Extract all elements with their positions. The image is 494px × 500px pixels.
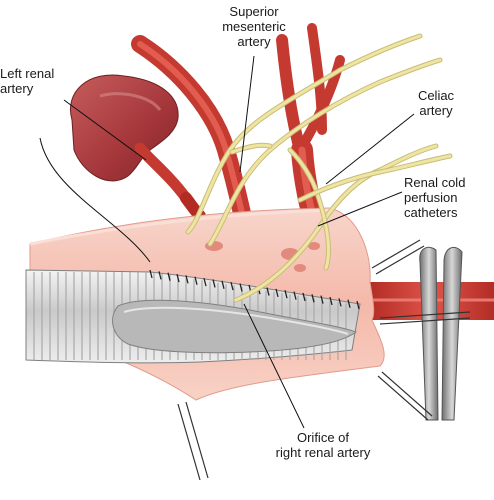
suture-stitch — [311, 294, 315, 303]
suture-stitch — [293, 291, 297, 300]
suture-stitch — [185, 275, 189, 284]
suture-stitch — [284, 290, 288, 299]
label-superior-mesenteric-artery: Superior mesenteric artery — [222, 4, 286, 49]
suture-stitch — [149, 269, 153, 279]
retractors — [177, 239, 471, 481]
suture-stitch — [221, 280, 225, 289]
label-orifice-right-renal-artery: Orifice of right renal artery — [275, 430, 371, 460]
suture-stitch — [329, 296, 333, 306]
leader-sma — [239, 55, 255, 173]
leader-catheters — [317, 191, 403, 227]
label-celiac-artery: Celiac artery — [417, 88, 455, 118]
left-kidney — [70, 74, 206, 222]
suture-stitch — [230, 281, 234, 291]
suture-stitch — [266, 287, 270, 296]
label-renal-cold-perfusion-catheters: Renal cold perfusion catheters — [404, 175, 466, 220]
perfusion-catheters — [185, 33, 453, 303]
suture-stitch — [338, 298, 342, 307]
leader-celiac — [325, 113, 415, 185]
suture-stitch — [203, 277, 207, 287]
suture-stitch — [320, 295, 324, 304]
vascular-clamp — [419, 246, 463, 421]
suture-stitch — [275, 288, 279, 298]
leader-orifice — [243, 303, 305, 429]
suture-stitch — [356, 300, 360, 310]
suture-stitch — [347, 299, 351, 308]
suture-stitch — [176, 273, 180, 283]
label-left-renal-artery: Left renal artery — [0, 66, 55, 96]
suture-line — [149, 269, 360, 310]
leader-lines — [39, 55, 415, 429]
suture-stitch — [302, 292, 306, 302]
suture-stitch — [239, 283, 243, 292]
leader-left-renal — [63, 99, 147, 161]
suture-stitch — [158, 271, 162, 280]
suture-stitch — [167, 272, 171, 281]
vessel-loop — [39, 137, 151, 263]
suture-stitch — [194, 276, 198, 285]
suture-stitch — [212, 279, 216, 288]
